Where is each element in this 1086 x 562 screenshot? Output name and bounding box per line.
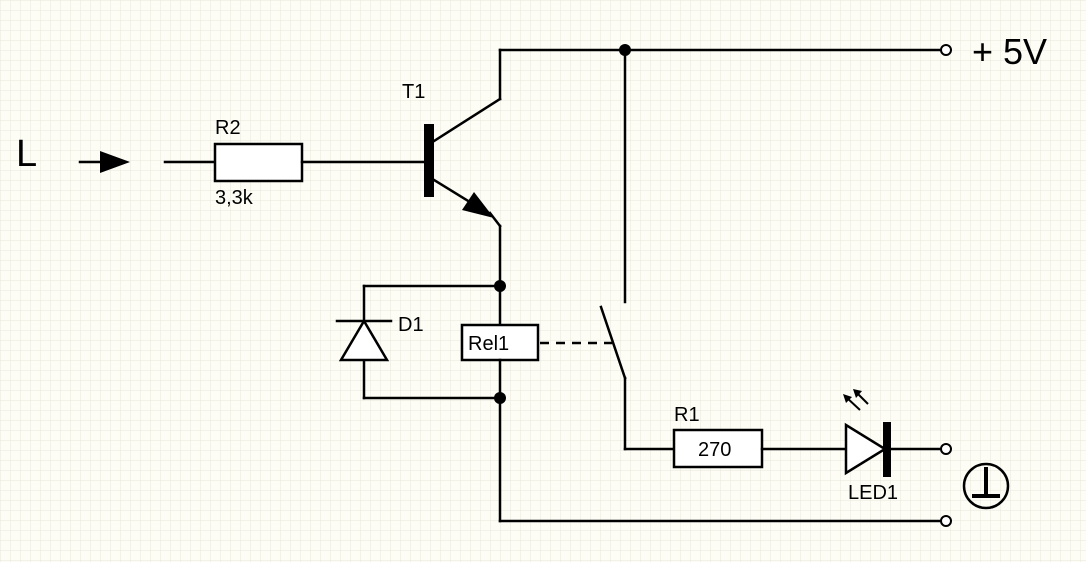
led-led1: [844, 422, 891, 477]
relay-name: Rel1: [468, 333, 509, 355]
input-arrow-icon: [78, 151, 130, 173]
r2-value: 3,3k: [215, 187, 254, 209]
transistor-name: T1: [402, 81, 425, 103]
resistor-r2: [213, 142, 304, 183]
resistor-r1: [672, 428, 764, 469]
transistor-t1: [424, 97, 502, 228]
diode-d1: [335, 318, 393, 362]
input-label: L: [16, 133, 37, 175]
led-name: LED1: [848, 482, 898, 504]
r1-value: 270: [698, 439, 731, 461]
led-terminal: [940, 443, 952, 455]
supply-terminal: [940, 44, 952, 56]
ground-icon: [962, 462, 1010, 510]
diode-name: D1: [398, 314, 424, 336]
emitter-arrow-icon: [462, 192, 494, 218]
ground-terminal: [940, 515, 952, 527]
r1-name: R1: [674, 404, 700, 426]
r2-name: R2: [215, 117, 241, 139]
supply-label: + 5V: [972, 31, 1047, 72]
relay-switch-contact: [599, 305, 627, 380]
light-emission-icon: [843, 389, 869, 411]
